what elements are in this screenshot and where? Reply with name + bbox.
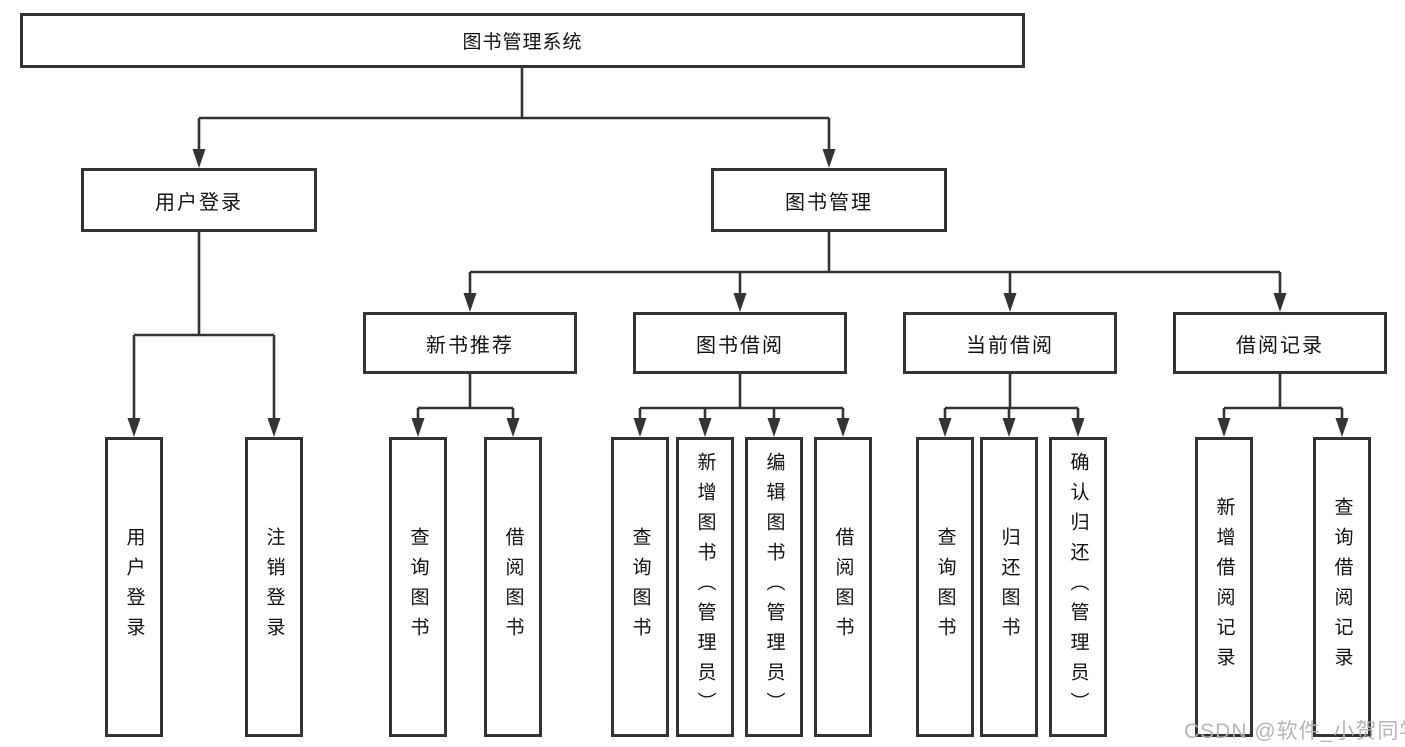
leaf-confirm-return-admin: 确认归还（管理员） — [1049, 437, 1107, 737]
arrowhead — [733, 293, 747, 312]
node-label: 借阅图书 — [502, 527, 524, 647]
node-label: 借阅记录 — [1236, 334, 1324, 357]
node-label: 用户登录 — [155, 191, 243, 214]
arrowhead — [1071, 418, 1085, 437]
leaf-logout: 注销登录 — [245, 437, 303, 737]
arrowhead — [698, 418, 712, 437]
node-current-borrowing: 当前借阅 — [903, 312, 1117, 374]
node-label: 图书管理 — [785, 191, 873, 214]
node-borrowing-records: 借阅记录 — [1173, 312, 1387, 374]
arrowhead — [506, 418, 520, 437]
arrowhead — [411, 418, 425, 437]
leaf-query-books-recommend: 查询图书 — [389, 437, 447, 737]
leaf-user-login: 用户登录 — [105, 437, 163, 737]
leaf-borrow-books-recommend: 借阅图书 — [484, 437, 542, 737]
arrowhead — [1273, 293, 1287, 312]
node-label: 新书推荐 — [426, 334, 514, 357]
node-label: 确认归还（管理员） — [1067, 452, 1089, 722]
leaf-add-borrow-record: 新增借阅记录 — [1195, 437, 1253, 737]
arrowhead — [463, 293, 477, 312]
node-label: 注销登录 — [263, 527, 285, 647]
arrowhead — [1335, 418, 1349, 437]
arrowhead — [822, 149, 836, 168]
arrowhead — [267, 418, 281, 437]
node-label: 用户登录 — [123, 527, 145, 647]
node-label: 新增图书（管理员） — [694, 452, 716, 722]
arrowhead — [1002, 418, 1016, 437]
leaf-borrow-books: 借阅图书 — [814, 437, 872, 737]
arrowhead — [1217, 418, 1231, 437]
leaf-edit-books-admin: 编辑图书（管理员） — [745, 437, 803, 737]
node-user-login: 用户登录 — [81, 168, 317, 232]
arrowhead — [767, 418, 781, 437]
arrowhead — [938, 418, 952, 437]
leaf-return-books: 归还图书 — [980, 437, 1038, 737]
leaf-query-borrow-record: 查询借阅记录 — [1313, 437, 1371, 737]
node-new-book-recommendation: 新书推荐 — [363, 312, 577, 374]
node-label: 编辑图书（管理员） — [763, 452, 785, 722]
arrowhead — [127, 418, 141, 437]
arrowhead — [1003, 293, 1017, 312]
node-label: 图书管理系统 — [462, 32, 583, 53]
leaf-add-books-admin: 新增图书（管理员） — [676, 437, 734, 737]
leaf-query-books-borrow: 查询图书 — [611, 437, 669, 737]
node-label: 图书借阅 — [696, 334, 784, 357]
node-label: 查询图书 — [407, 527, 429, 647]
node-library-management-system: 图书管理系统 — [20, 13, 1025, 68]
arrowhead — [633, 418, 647, 437]
node-label: 查询图书 — [934, 527, 956, 647]
node-label: 查询图书 — [629, 527, 651, 647]
arrowhead — [192, 149, 206, 168]
leaf-query-books-current: 查询图书 — [916, 437, 974, 737]
node-label: 查询借阅记录 — [1331, 497, 1353, 677]
watermark: CSDN @软件_小贺同学 — [1184, 720, 1405, 743]
node-label: 借阅图书 — [832, 527, 854, 647]
node-label: 新增借阅记录 — [1213, 497, 1235, 677]
node-book-management: 图书管理 — [711, 168, 947, 232]
node-label: 归还图书 — [998, 527, 1020, 647]
node-label: 当前借阅 — [966, 334, 1054, 357]
arrowhead — [836, 418, 850, 437]
node-book-borrowing: 图书借阅 — [633, 312, 847, 374]
